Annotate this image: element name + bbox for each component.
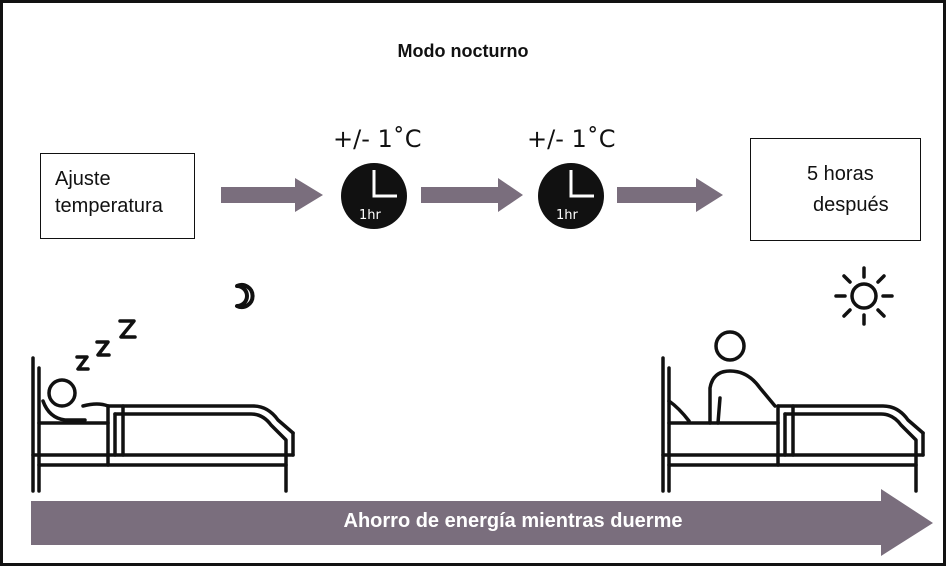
awake-person-bed-icon: [661, 330, 925, 493]
end-box-line2: después: [813, 194, 889, 216]
step1-temp-label: +/- 1˚C: [333, 125, 422, 153]
flow-arrow-1: [221, 178, 323, 212]
sleeping-person-bed-icon: [31, 356, 295, 493]
start-box-line1: Ajuste: [55, 168, 111, 190]
step2-clock-label: 1hr: [556, 208, 579, 223]
bottom-arrow: [31, 489, 933, 556]
end-box: 5 horas después: [750, 138, 921, 241]
moon-icon: [235, 283, 255, 309]
start-box: Ajuste temperatura: [40, 153, 195, 239]
clock-icon: [341, 163, 407, 229]
sun-icon: [834, 266, 894, 326]
end-box-line1: 5 horas: [807, 163, 874, 185]
start-box-line2: temperatura: [55, 195, 163, 217]
flow-arrow-2: [421, 178, 523, 212]
step1-clock-label: 1hr: [359, 208, 382, 223]
zzz-icon: [75, 319, 137, 371]
flow-graphics: 1hr 1hr: [31, 157, 933, 556]
step2-temp-label: +/- 1˚C: [527, 125, 616, 153]
bottom-arrow-label: Ahorro de energía mientras duerme: [343, 510, 683, 532]
end-box-text: 5 horas después: [807, 159, 889, 221]
diagram-title: Modo nocturno: [397, 41, 529, 61]
flow-arrow-3: [617, 178, 723, 212]
clock-icon: [538, 163, 604, 229]
